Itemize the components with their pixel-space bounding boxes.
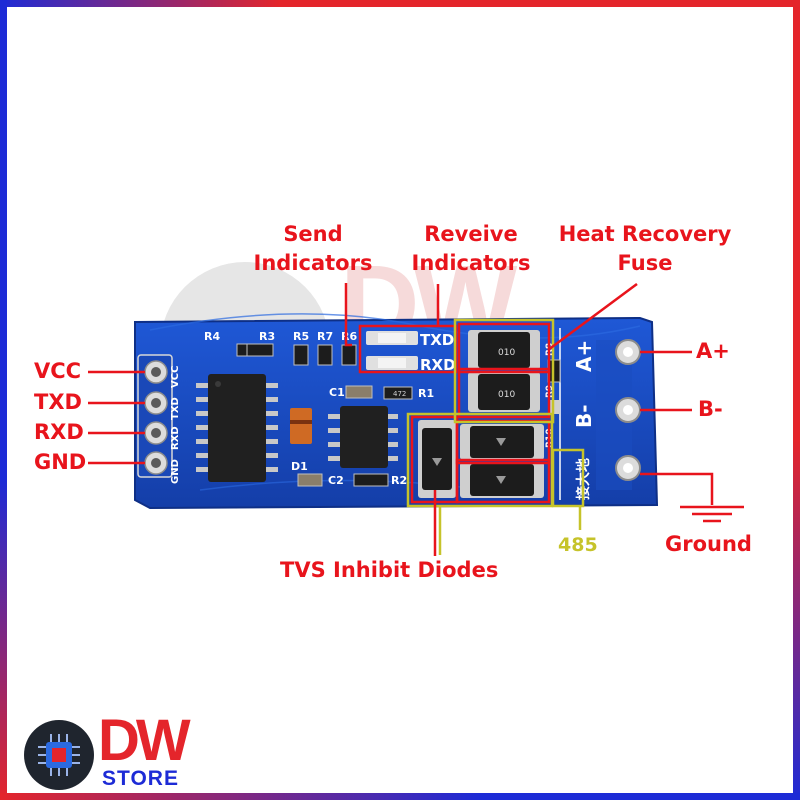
callout-ground: Ground: [665, 532, 752, 556]
pin-gnd: [144, 451, 168, 475]
tvs-diode-vertical: [418, 420, 456, 498]
tvs-lower-box: [455, 458, 551, 504]
callout-receive-line2: Indicators: [411, 251, 531, 275]
frame-left-border: [0, 0, 7, 800]
indicator-leds: [366, 331, 418, 370]
led-rxd: [366, 356, 418, 370]
pin-vcc: [144, 360, 168, 384]
terminal-b-minus: [615, 397, 641, 423]
pin-txd: [144, 391, 168, 415]
silk-d1: D1: [291, 460, 308, 473]
callout-rxd: RXD: [34, 420, 84, 444]
diode-d1: [290, 408, 312, 444]
leader-ground: [640, 472, 714, 505]
callout-a-plus: A+: [696, 339, 730, 363]
callout-heat-recovery-fuse: Heat Recovery Fuse: [550, 220, 740, 278]
terminal-ground: [615, 455, 641, 481]
leader-send: [344, 283, 352, 347]
fuse-top-marking: 010: [498, 348, 515, 358]
fuse-bottom: 010: [468, 372, 540, 412]
leader-fuse: [547, 282, 638, 352]
silk-r1: R1: [418, 387, 434, 400]
frame-top-border: [0, 0, 800, 7]
silk-r7: R7: [317, 330, 333, 343]
dw-store-logo: DW STORE: [18, 712, 191, 792]
silk-r5: R5: [293, 330, 309, 343]
silk-r3: R3: [259, 330, 275, 343]
callout-receive-line1: Reveive: [424, 222, 518, 246]
silk-r2: R2: [391, 474, 407, 487]
tvs-diode-lower: [460, 462, 544, 498]
tvs-diode-upper: [460, 424, 544, 460]
silk-b-minus: B-: [572, 404, 596, 428]
callout-b-minus: B-: [698, 397, 723, 421]
callout-txd: TXD: [34, 390, 82, 414]
silk-pin-gnd: GND: [170, 459, 181, 484]
resistor-marking: 472: [393, 390, 406, 398]
main-ic: [196, 374, 278, 482]
silk-pin-rxd: RXD: [170, 426, 181, 450]
fuse-bottom-marking: 010: [498, 390, 515, 400]
callout-send-line1: Send: [283, 222, 343, 246]
header-pins: GND RXD TXD VCC: [137, 354, 181, 484]
second-ic: [328, 406, 398, 468]
logo-store-text: STORE: [102, 767, 179, 790]
silk-pin-vcc: VCC: [170, 366, 181, 388]
silk-c2: C2: [328, 474, 344, 487]
silk-r6: R6: [341, 330, 357, 343]
logo-dw-text: DW: [98, 708, 191, 773]
callout-fuse-line2: Fuse: [617, 251, 673, 275]
silk-c1: C1: [329, 386, 345, 399]
callout-tvs-diodes: TVS Inhibit Diodes: [280, 558, 499, 582]
silk-txd: TXD: [420, 331, 454, 349]
silk-rxd: RXD: [420, 356, 456, 374]
callout-send-indicators: Send Indicators: [248, 220, 378, 278]
silk-r4: R4: [204, 330, 220, 343]
callout-485: 485: [558, 534, 598, 556]
terminal-a-plus: [615, 339, 641, 365]
callout-receive-indicators: Reveive Indicators: [406, 220, 536, 278]
chip-icon: [24, 720, 94, 790]
pin-rxd: [144, 421, 168, 445]
fuse-bottom-box: [457, 367, 551, 419]
led-txd: [366, 331, 418, 345]
fuse-group-yellow-box: [453, 318, 555, 424]
frame-bottom-border: [0, 793, 800, 800]
fuse-top: 010: [468, 330, 540, 370]
silk-pin-txd: TXD: [170, 397, 181, 420]
callout-vcc: VCC: [34, 359, 82, 383]
callout-send-line2: Indicators: [253, 251, 373, 275]
callout-gnd: GND: [34, 450, 87, 474]
silk-a-plus: A+: [572, 340, 596, 372]
frame-right-border: [793, 0, 800, 800]
callout-fuse-line1: Heat Recovery: [558, 222, 732, 246]
rs485-yellow-box: [551, 448, 585, 508]
